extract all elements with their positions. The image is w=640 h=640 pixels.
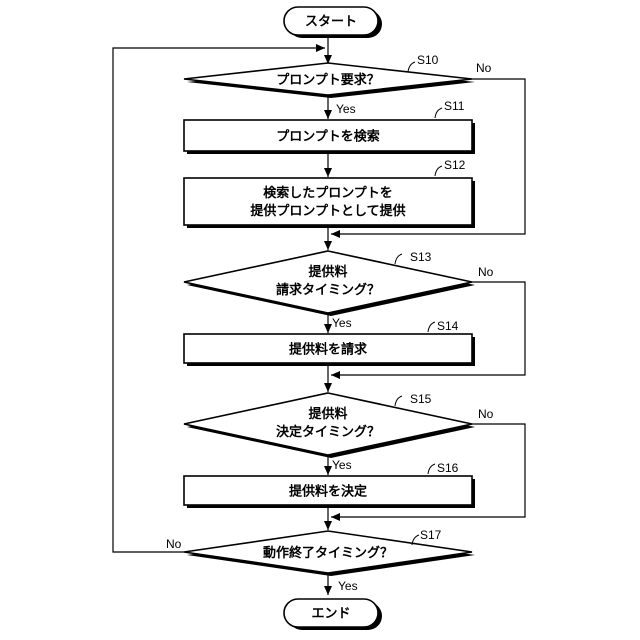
end-label: エンド — [311, 607, 350, 622]
start-label: スタート — [305, 15, 357, 30]
decision-s17-text: 動作終了タイミング？ — [263, 545, 393, 561]
step-label-s13: S13 — [410, 250, 432, 264]
step-ref-line-s13 — [395, 254, 402, 264]
step-ref-line-s10 — [408, 62, 415, 72]
step-ref-line-s11 — [435, 108, 442, 118]
decision-s13-text-line2: 請求タイミング？ — [276, 282, 380, 298]
process-s12-text-line2: 提供プロンプトとして提供 — [250, 203, 405, 219]
process-s11: プロンプトを検索 S11 — [184, 99, 475, 154]
step-label-s12: S12 — [444, 158, 466, 172]
step-label-s11: S11 — [444, 99, 465, 113]
process-s12: 検索したプロンプトを 提供プロンプトとして提供 S12 — [184, 158, 475, 228]
yes-label-s17: Yes — [338, 579, 358, 593]
step-label-s10: S10 — [417, 53, 439, 67]
no-label-s10: No — [476, 61, 492, 75]
decision-s15-text-line2: 決定タイミング？ — [276, 424, 380, 440]
step-ref-line-s16 — [428, 464, 435, 474]
process-s12-text-line1: 検索したプロンプトを — [263, 185, 393, 201]
end-terminal: エンド — [284, 599, 382, 630]
process-s14: 提供料を請求 S14 — [184, 319, 475, 366]
decision-s13-text-line1: 提供料 — [308, 264, 347, 280]
no-label-s17: No — [166, 537, 182, 551]
decision-s10: プロンプト要求？ S10 — [184, 53, 475, 98]
yes-label-s10: Yes — [336, 102, 356, 116]
decision-s10-text: プロンプト要求？ — [276, 72, 380, 88]
step-label-s14: S14 — [437, 319, 459, 333]
no-label-s13: No — [478, 265, 494, 279]
start-terminal: スタート — [284, 7, 382, 38]
no-label-s15: No — [478, 407, 494, 421]
decision-s15-text-line1: 提供料 — [308, 406, 347, 422]
process-s16-text: 提供料を決定 — [289, 484, 367, 500]
decision-s15: 提供料 決定タイミング？ S15 — [184, 392, 475, 458]
step-ref-line-s12 — [435, 166, 442, 176]
yes-label-s13: Yes — [332, 316, 352, 330]
step-label-s16: S16 — [437, 461, 459, 475]
process-s14-text: 提供料を請求 — [289, 342, 368, 358]
step-ref-line-s14 — [428, 322, 435, 332]
step-label-s17: S17 — [420, 528, 442, 542]
process-s16: 提供料を決定 S16 — [184, 461, 475, 508]
yes-label-s15: Yes — [332, 458, 352, 472]
process-s11-text: プロンプトを検索 — [276, 129, 380, 145]
decision-s17: 動作終了タイミング？ S17 — [184, 528, 475, 576]
step-label-s15: S15 — [410, 392, 432, 406]
decision-s13: 提供料 請求タイミング？ S13 — [184, 250, 475, 316]
step-ref-line-s15 — [395, 396, 402, 406]
